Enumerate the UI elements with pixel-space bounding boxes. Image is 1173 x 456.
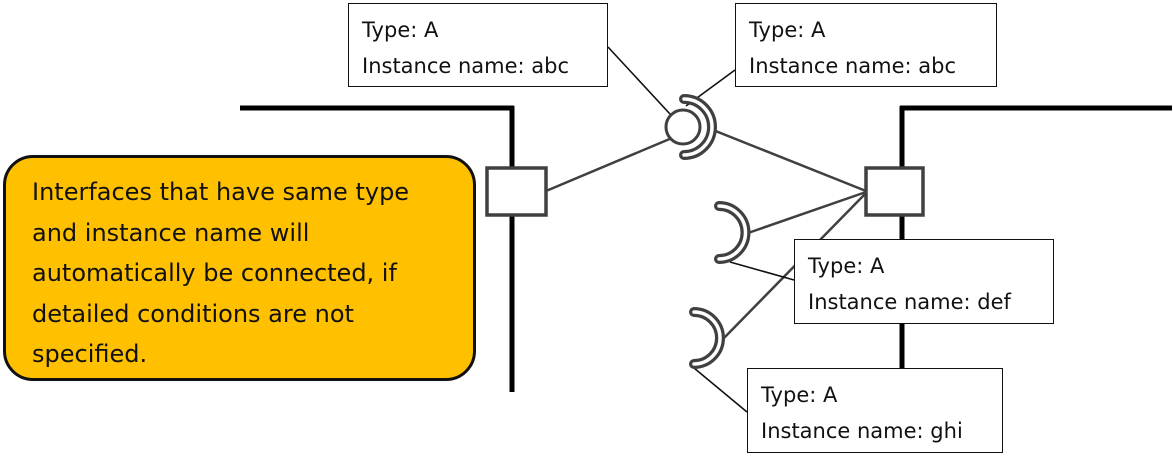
leader-provided-abc	[607, 46, 671, 115]
label-instance-name: Instance name: abc	[362, 54, 570, 78]
label-type: Type: A	[749, 18, 826, 42]
label-type: Type: A	[808, 254, 885, 278]
left-component-boundary	[240, 105, 515, 392]
required-interface-ghi-socket	[689, 307, 725, 369]
label-required-def: Type: A Instance name: def	[794, 239, 1054, 324]
required-interface-abc-socket	[679, 94, 717, 160]
leader-required-ghi	[693, 367, 748, 413]
connector-required-abc-to-right-port	[707, 126, 867, 193]
label-type: Type: A	[761, 383, 838, 407]
leader-required-def	[729, 261, 795, 281]
callout-note: Interfaces that have same type and insta…	[3, 155, 476, 381]
label-required-abc: Type: A Instance name: abc	[735, 3, 997, 87]
label-required-ghi: Type: A Instance name: ghi	[747, 368, 1003, 453]
right-port	[864, 166, 925, 217]
required-interface-def-socket	[714, 201, 751, 264]
label-type: Type: A	[362, 18, 439, 42]
connector-required-def-to-right-port	[747, 190, 867, 235]
label-instance-name: Instance name: def	[808, 290, 1011, 314]
left-port	[485, 166, 548, 217]
connector-lines	[545, 126, 867, 339]
label-instance-name: Instance name: abc	[749, 54, 957, 78]
label-instance-name: Instance name: ghi	[761, 419, 963, 443]
label-provided-abc: Type: A Instance name: abc	[348, 3, 608, 87]
provided-interface-ball	[664, 108, 702, 146]
connector-left-port-to-provided	[545, 136, 673, 193]
